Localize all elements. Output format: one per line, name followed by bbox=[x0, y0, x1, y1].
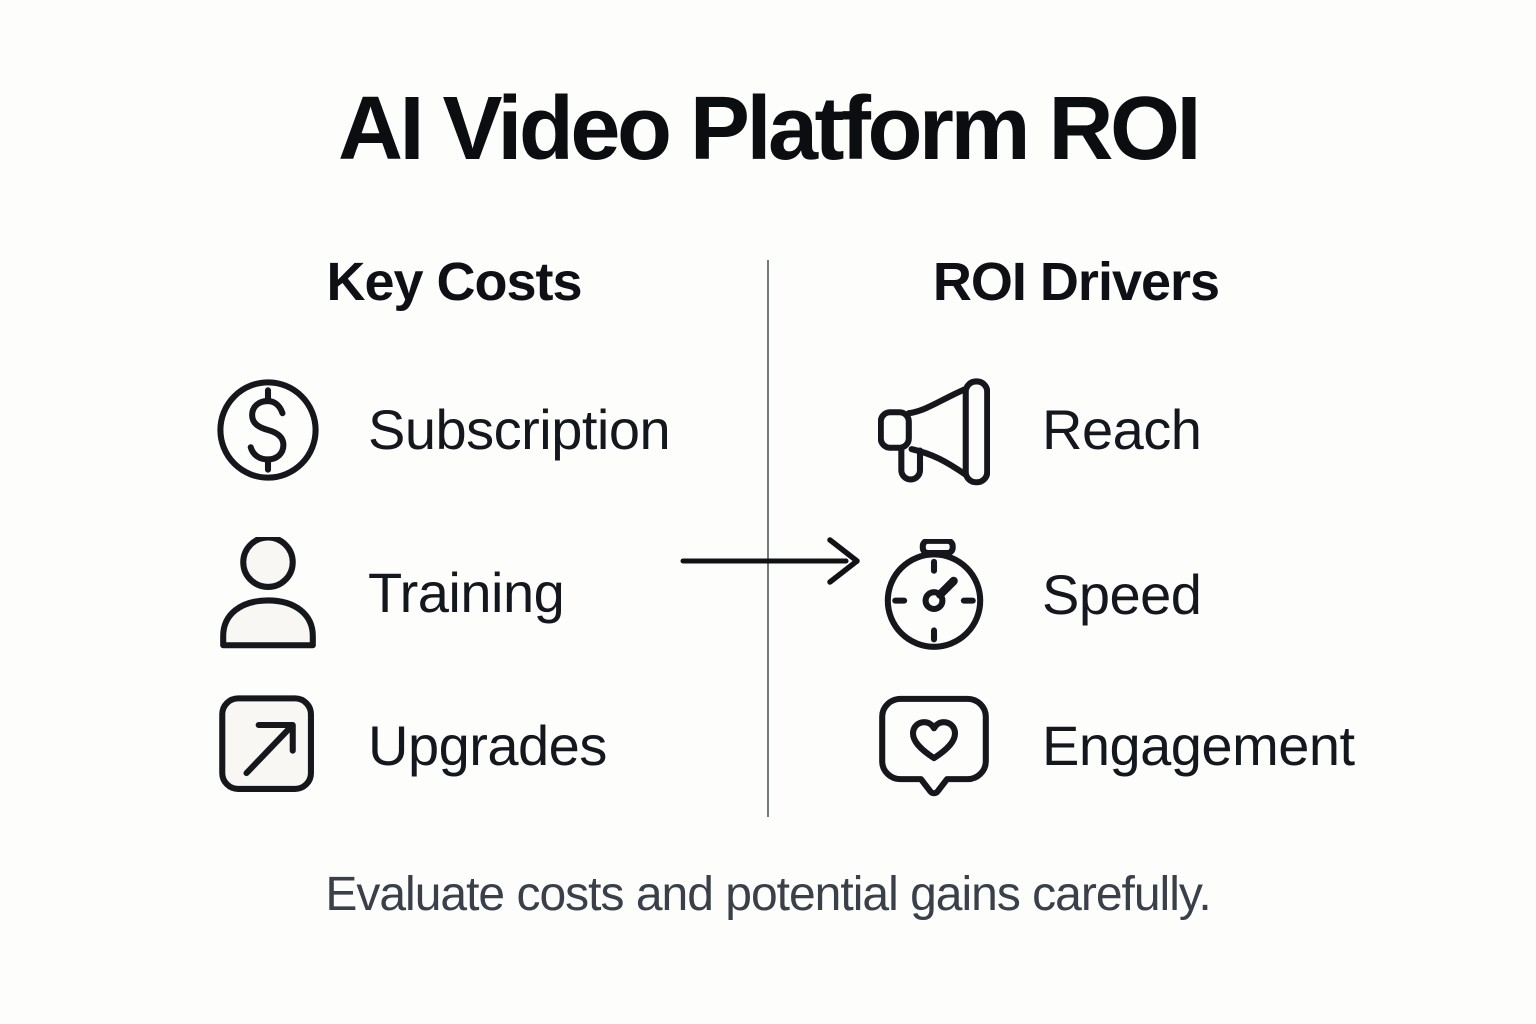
cost-label-upgrades: Upgrades bbox=[368, 714, 607, 777]
driver-label-speed: Speed bbox=[1042, 563, 1202, 626]
cost-label-training: Training bbox=[368, 561, 565, 624]
driver-label-reach: Reach bbox=[1042, 398, 1202, 461]
column-header-roi-drivers: ROI Drivers bbox=[932, 252, 1220, 312]
column-header-key-costs: Key Costs bbox=[326, 252, 582, 312]
page-title: AI Video Platform ROI bbox=[338, 79, 1202, 179]
arrow-up-right-square-icon bbox=[219, 695, 314, 792]
megaphone-icon bbox=[878, 378, 990, 486]
flow-arrow bbox=[680, 537, 860, 585]
cost-row-training: Training bbox=[212, 537, 565, 649]
driver-row-speed: Speed bbox=[878, 539, 1202, 651]
person-icon bbox=[220, 537, 316, 649]
footer-caption: Evaluate costs and potential gains caref… bbox=[325, 868, 1211, 921]
driver-row-reach: Reach bbox=[878, 374, 1202, 486]
cost-row-upgrades: Upgrades bbox=[212, 690, 607, 802]
driver-row-engagement: Engagement bbox=[878, 690, 1355, 802]
heart-bubble-icon bbox=[879, 695, 989, 797]
cost-row-subscription: Subscription bbox=[212, 374, 671, 486]
dollar-circle-icon bbox=[217, 379, 319, 481]
cost-label-subscription: Subscription bbox=[368, 398, 671, 461]
driver-label-engagement: Engagement bbox=[1042, 714, 1355, 777]
stopwatch-icon bbox=[884, 539, 984, 650]
